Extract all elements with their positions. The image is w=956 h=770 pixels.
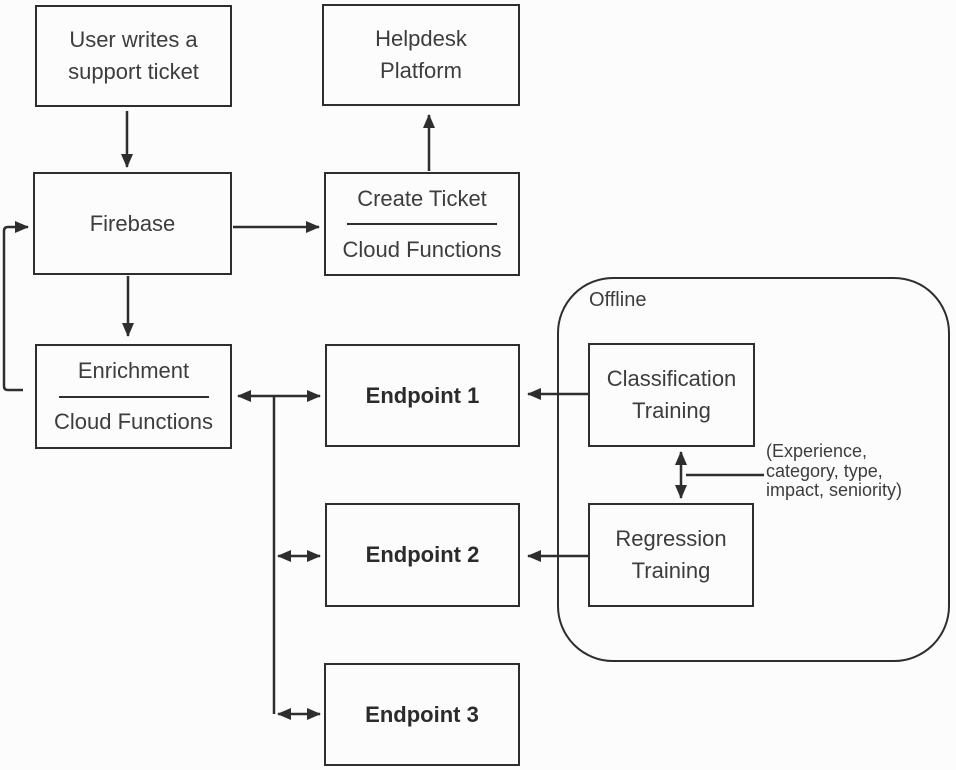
node-label: Endpoint 1 [365, 382, 480, 408]
node-create-ticket-cloud-functions: Create Ticket Cloud Functions [324, 172, 520, 276]
node-label: Endpoint 2 [365, 542, 480, 568]
node-sublabel-top: Enrichment [77, 357, 190, 383]
feature-annotation-text: (Experience, category, type, impact, sen… [766, 441, 903, 500]
node-endpoint-1: Endpoint 1 [325, 344, 520, 447]
node-sublabel-bottom: Cloud Functions [342, 236, 502, 262]
node-enrichment-cloud-functions: Enrichment Cloud Functions [35, 344, 232, 449]
node-divider-line [347, 223, 497, 225]
offline-group-container [557, 277, 950, 662]
node-sublabel-bottom: Cloud Functions [54, 409, 213, 435]
node-endpoint-3: Endpoint 3 [324, 663, 520, 766]
node-endpoint-2: Endpoint 2 [325, 503, 520, 607]
node-label: Endpoint 3 [365, 701, 479, 727]
node-label: Firebase [89, 210, 176, 236]
node-label: Classification Training [606, 366, 737, 423]
node-regression-training: Regression Training [588, 503, 754, 607]
edge-enrichment-loop-to-firebase [2, 221, 29, 392]
node-label: Helpdesk Platform [375, 26, 467, 83]
node-helpdesk-platform: Helpdesk Platform [322, 4, 520, 106]
node-firebase: Firebase [33, 172, 232, 275]
node-sublabel-top: Create Ticket [357, 185, 487, 211]
node-divider-line [58, 395, 209, 398]
offline-group-label: Offline [589, 289, 647, 311]
node-classification-training: Classification Training [588, 343, 755, 447]
node-label: User writes a support ticket [68, 27, 199, 84]
node-user-writes-support-ticket: User writes a support ticket [35, 5, 232, 107]
node-label: Regression Training [615, 526, 727, 583]
